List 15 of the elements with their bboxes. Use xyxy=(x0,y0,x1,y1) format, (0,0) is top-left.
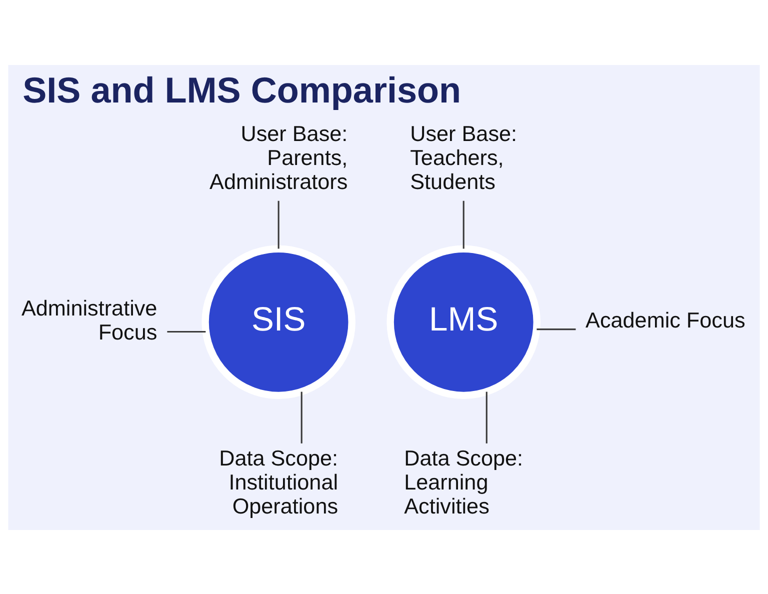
connector xyxy=(486,391,488,443)
connector xyxy=(536,328,576,330)
connector xyxy=(167,330,206,332)
node-circle: LMS xyxy=(386,244,540,399)
node-text: Administrative Focus xyxy=(22,294,158,344)
connector xyxy=(278,200,280,248)
connector xyxy=(300,391,302,443)
connector xyxy=(462,200,464,248)
node-text: Data Scope: Institutional Operations xyxy=(219,445,338,518)
diagram-title: SIS and LMS Comparison xyxy=(22,68,462,110)
node-text: User Base: Parents, Administrators xyxy=(210,120,348,194)
node-text: User Base: Teachers, Students xyxy=(410,120,518,194)
node-text: Data Scope: Learning Activities xyxy=(404,445,524,518)
node-text: Academic Focus xyxy=(586,306,746,332)
node-circle: SIS xyxy=(202,244,356,399)
